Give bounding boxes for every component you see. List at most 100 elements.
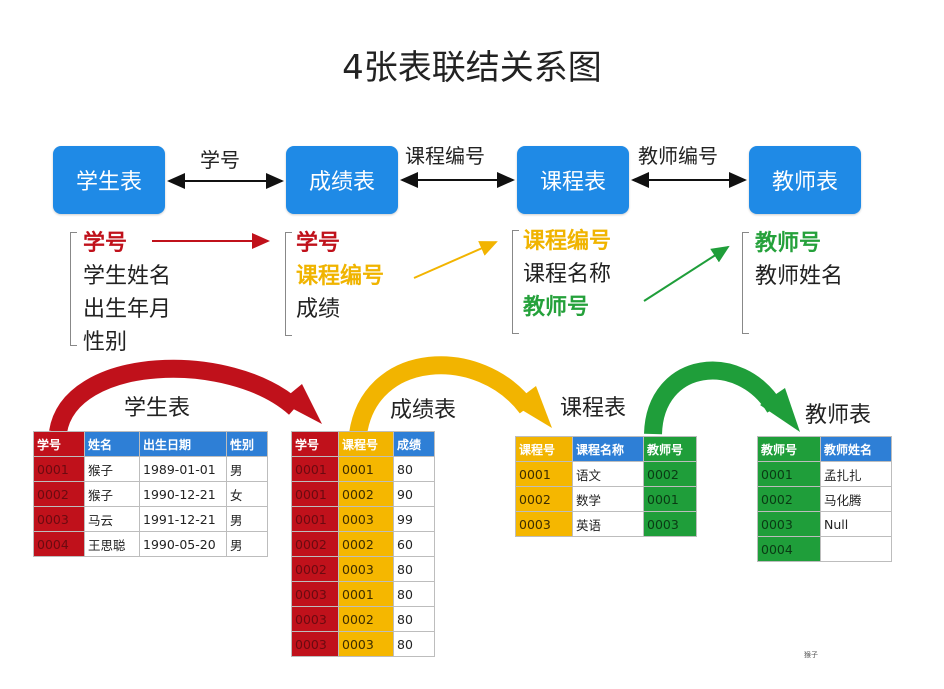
brace-student [70, 232, 77, 346]
table-cell: 男 [226, 506, 268, 532]
table-cell: 0003 [338, 556, 394, 582]
field-score-2: 成绩 [296, 297, 341, 322]
table-cell: 0003 [643, 511, 697, 537]
column-header: 教师号 [757, 436, 821, 462]
table-cell: 60 [393, 531, 435, 557]
field-arrow-yellow [413, 241, 498, 279]
curve-arrow-red [49, 359, 301, 435]
column-header: 姓名 [84, 431, 140, 457]
column-header: 成绩 [393, 431, 435, 457]
table-cell: 王思聪 [84, 531, 140, 557]
brace-teacher [742, 232, 749, 334]
column-header: 出生日期 [139, 431, 227, 457]
table-cell: 80 [393, 606, 435, 632]
table-cell: 0003 [757, 511, 821, 537]
table-cell: 0001 [643, 486, 697, 512]
field-list-teacher: 教师号教师姓名 [755, 227, 843, 293]
table-cell: 0003 [515, 511, 573, 537]
table-cell: 男 [226, 456, 268, 482]
curve-arrow-yellow [349, 356, 535, 436]
table-header-row: 课程号课程名称教师号 [515, 436, 697, 462]
entity-course-table: 课程表 [517, 146, 629, 214]
table-row: 0004 [757, 536, 892, 562]
table-cell: 0003 [291, 581, 339, 607]
table-cell: 0002 [338, 606, 394, 632]
table-cell: 0003 [338, 506, 394, 532]
curve-arrow-yellow-head [512, 386, 552, 428]
relation-label-student-id: 学号 [200, 148, 240, 172]
table-cell: 1990-12-21 [139, 481, 227, 507]
brace-course [512, 230, 519, 334]
field-list-course: 课程编号课程名称教师号 [523, 225, 611, 324]
table-cell: 猴子 [84, 481, 140, 507]
field-list-score: 学号课程编号成绩 [296, 227, 384, 326]
table-cell: 0003 [291, 631, 339, 657]
table-cell: 0001 [515, 461, 573, 487]
table-cell: 1991-12-21 [139, 506, 227, 532]
table-cell: 80 [393, 581, 435, 607]
table-cell: 0001 [291, 506, 339, 532]
table-cell: 0002 [33, 481, 85, 507]
table-cell: 90 [393, 481, 435, 507]
table-cell [820, 536, 892, 562]
field-student-1: 学生姓名 [83, 264, 172, 289]
entity-teacher-table: 教师表 [749, 146, 861, 214]
table-cell: 男 [226, 531, 268, 557]
column-header: 性别 [226, 431, 268, 457]
table-cell: 1989-01-01 [139, 456, 227, 482]
table-name-teacher: 教师表 [805, 403, 872, 428]
table-cell: 0004 [757, 536, 821, 562]
table-cell: 数学 [572, 486, 644, 512]
column-header: 课程号 [515, 436, 573, 462]
table-cell: 0002 [291, 556, 339, 582]
table-cell: 0002 [515, 486, 573, 512]
table-cell: 马云 [84, 506, 140, 532]
curve-arrow-green [644, 361, 783, 435]
page-title: 4张表联结关系图 [342, 48, 602, 88]
relation-label-teacher-id: 教师编号 [638, 144, 718, 168]
watermark: 猴子 [804, 651, 818, 659]
table-cell: 0001 [338, 456, 394, 482]
field-arrow-green [643, 245, 730, 302]
table-cell: 0001 [757, 461, 821, 487]
table-cell: 0001 [291, 456, 339, 482]
table-cell: 0004 [33, 531, 85, 557]
field-course-1: 课程名称 [523, 262, 612, 287]
table-cell: 99 [393, 506, 435, 532]
field-course-0: 课程编号 [523, 229, 612, 254]
column-header: 教师姓名 [820, 436, 892, 462]
table-cell: 0002 [291, 531, 339, 557]
table-name-student: 学生表 [124, 396, 191, 421]
table-cell: 0003 [291, 606, 339, 632]
table-cell: Null [820, 511, 892, 537]
table-cell: 0002 [338, 481, 394, 507]
table-header-row: 教师号教师姓名 [757, 436, 892, 462]
table-cell: 语文 [572, 461, 644, 487]
field-score-1: 课程编号 [296, 264, 385, 289]
table-cell: 0002 [643, 461, 697, 487]
field-student-2: 出生年月 [83, 297, 172, 322]
table-cell: 80 [393, 631, 435, 657]
table-header-row: 学号姓名出生日期性别 [33, 431, 268, 457]
column-header: 学号 [33, 431, 85, 457]
table-cell: 80 [393, 556, 435, 582]
